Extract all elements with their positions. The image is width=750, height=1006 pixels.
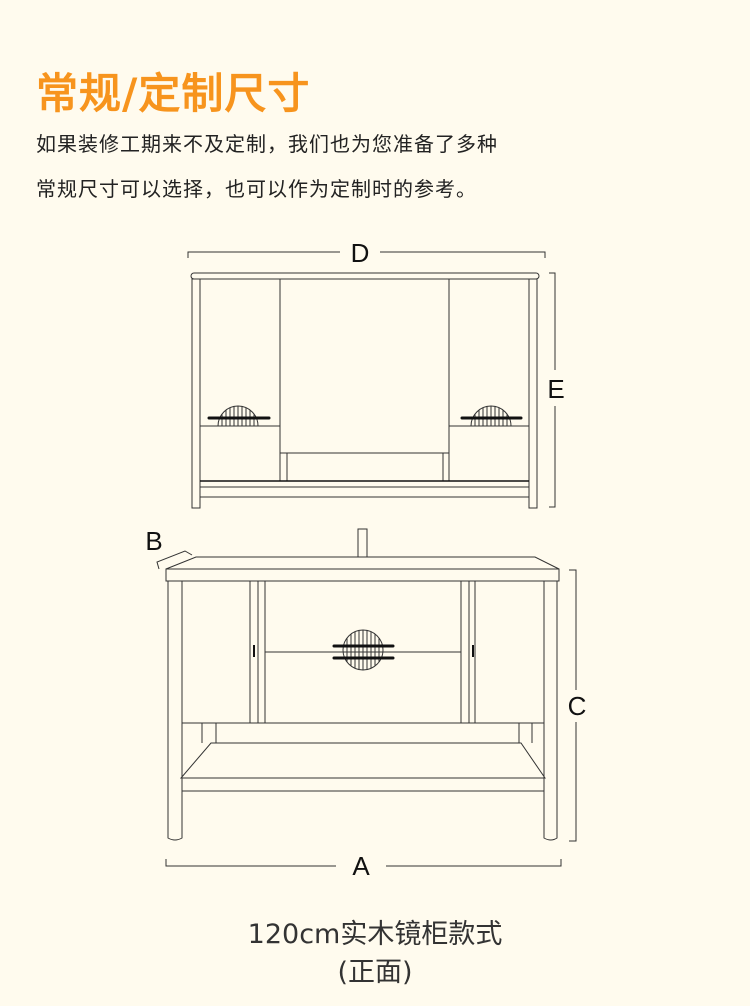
vanity-cabinet: B C A bbox=[145, 526, 586, 881]
label-d: D bbox=[351, 238, 370, 268]
dimension-line-d bbox=[187, 251, 546, 258]
label-e: E bbox=[547, 374, 564, 404]
description-line-1: 如果装修工期来不及定制，我们也为您准备了多种 bbox=[36, 132, 498, 156]
dimension-line-a bbox=[165, 859, 562, 867]
page-title: 常规/定制尺寸 bbox=[36, 69, 311, 118]
handle-icon bbox=[460, 405, 523, 427]
faucet-icon bbox=[357, 528, 368, 558]
label-a: A bbox=[352, 851, 370, 881]
handle-icon bbox=[332, 629, 395, 671]
dimension-line-b bbox=[156, 550, 193, 570]
caption-view: (正面) bbox=[337, 957, 413, 988]
label-c: C bbox=[568, 691, 587, 721]
mirror-cabinet: D E bbox=[187, 238, 565, 509]
caption-model: 120cm实木镜柜款式 bbox=[247, 919, 503, 950]
handle-icon bbox=[207, 405, 271, 427]
description-line-2: 常规尺寸可以选择，也可以作为定制时的参考。 bbox=[36, 177, 477, 201]
label-b: B bbox=[145, 526, 162, 556]
dimension-line-e bbox=[549, 272, 556, 508]
dimension-line-c bbox=[569, 569, 577, 842]
